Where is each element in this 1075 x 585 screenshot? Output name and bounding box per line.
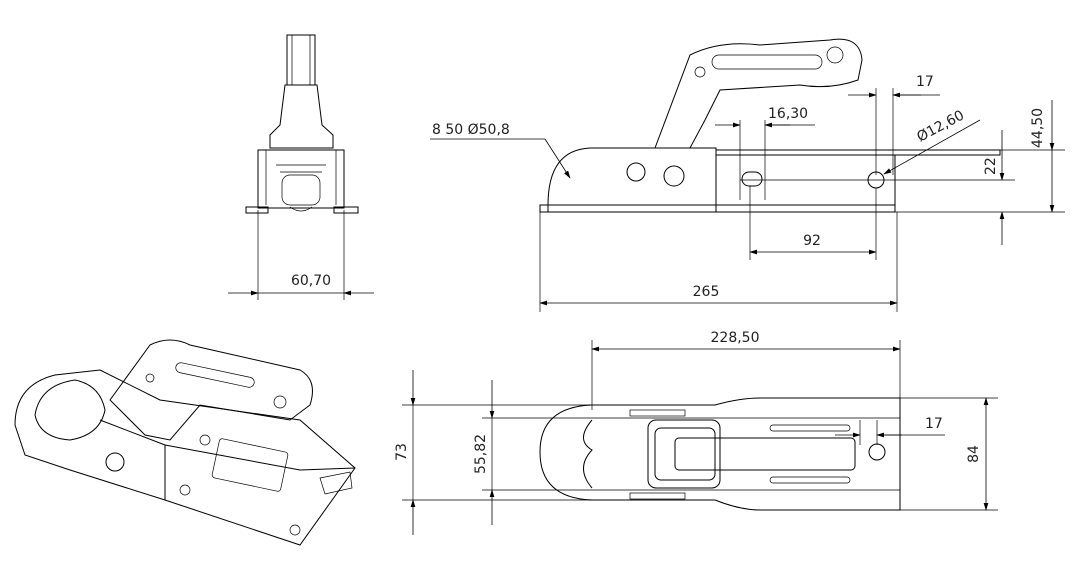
- gap-top-label: 17: [925, 416, 943, 432]
- dim-top-length: 228,50: [591, 330, 901, 410]
- hole-dia-label: Ø12,60: [914, 107, 967, 145]
- dim-total-length: 265: [539, 212, 898, 312]
- hole-spacing-label: 92: [803, 233, 821, 249]
- height-label: 44,50: [1030, 108, 1046, 148]
- hole-height-label: 22: [983, 157, 999, 175]
- dim-offset: 16,30: [715, 106, 815, 200]
- side-width-label: 60,70: [291, 273, 331, 289]
- isometric-view: [14, 339, 356, 546]
- dim-gap: 17: [848, 74, 940, 175]
- gap-label: 17: [916, 74, 934, 90]
- offset-label: 16,30: [768, 106, 808, 122]
- outer-width-label: 73: [394, 443, 410, 461]
- dim-height: 44,50: [895, 100, 1065, 213]
- dim-side-width: 60,70: [228, 210, 374, 300]
- dim-gap-top: 17: [835, 416, 945, 445]
- dim-inner-width: 55,82: [473, 380, 592, 525]
- ball-dia-label: 8 50 Ø50,8: [432, 122, 510, 138]
- flange-width-label: 84: [966, 445, 982, 463]
- dim-hole-diameter: Ø12,60: [883, 107, 981, 175]
- top-length-label: 228,50: [711, 330, 760, 346]
- dim-hole-spacing: 92: [749, 186, 877, 260]
- total-length-label: 265: [693, 284, 720, 300]
- dim-hole-height: 22: [740, 130, 1015, 245]
- dim-ball-diameter: 8 50 Ø50,8: [430, 122, 571, 179]
- front-view: [245, 34, 359, 214]
- dim-outer-width: 73: [394, 370, 595, 535]
- dim-flange-width: 84: [900, 397, 998, 511]
- top-view: [539, 397, 901, 511]
- inner-width-label: 55,82: [473, 434, 489, 474]
